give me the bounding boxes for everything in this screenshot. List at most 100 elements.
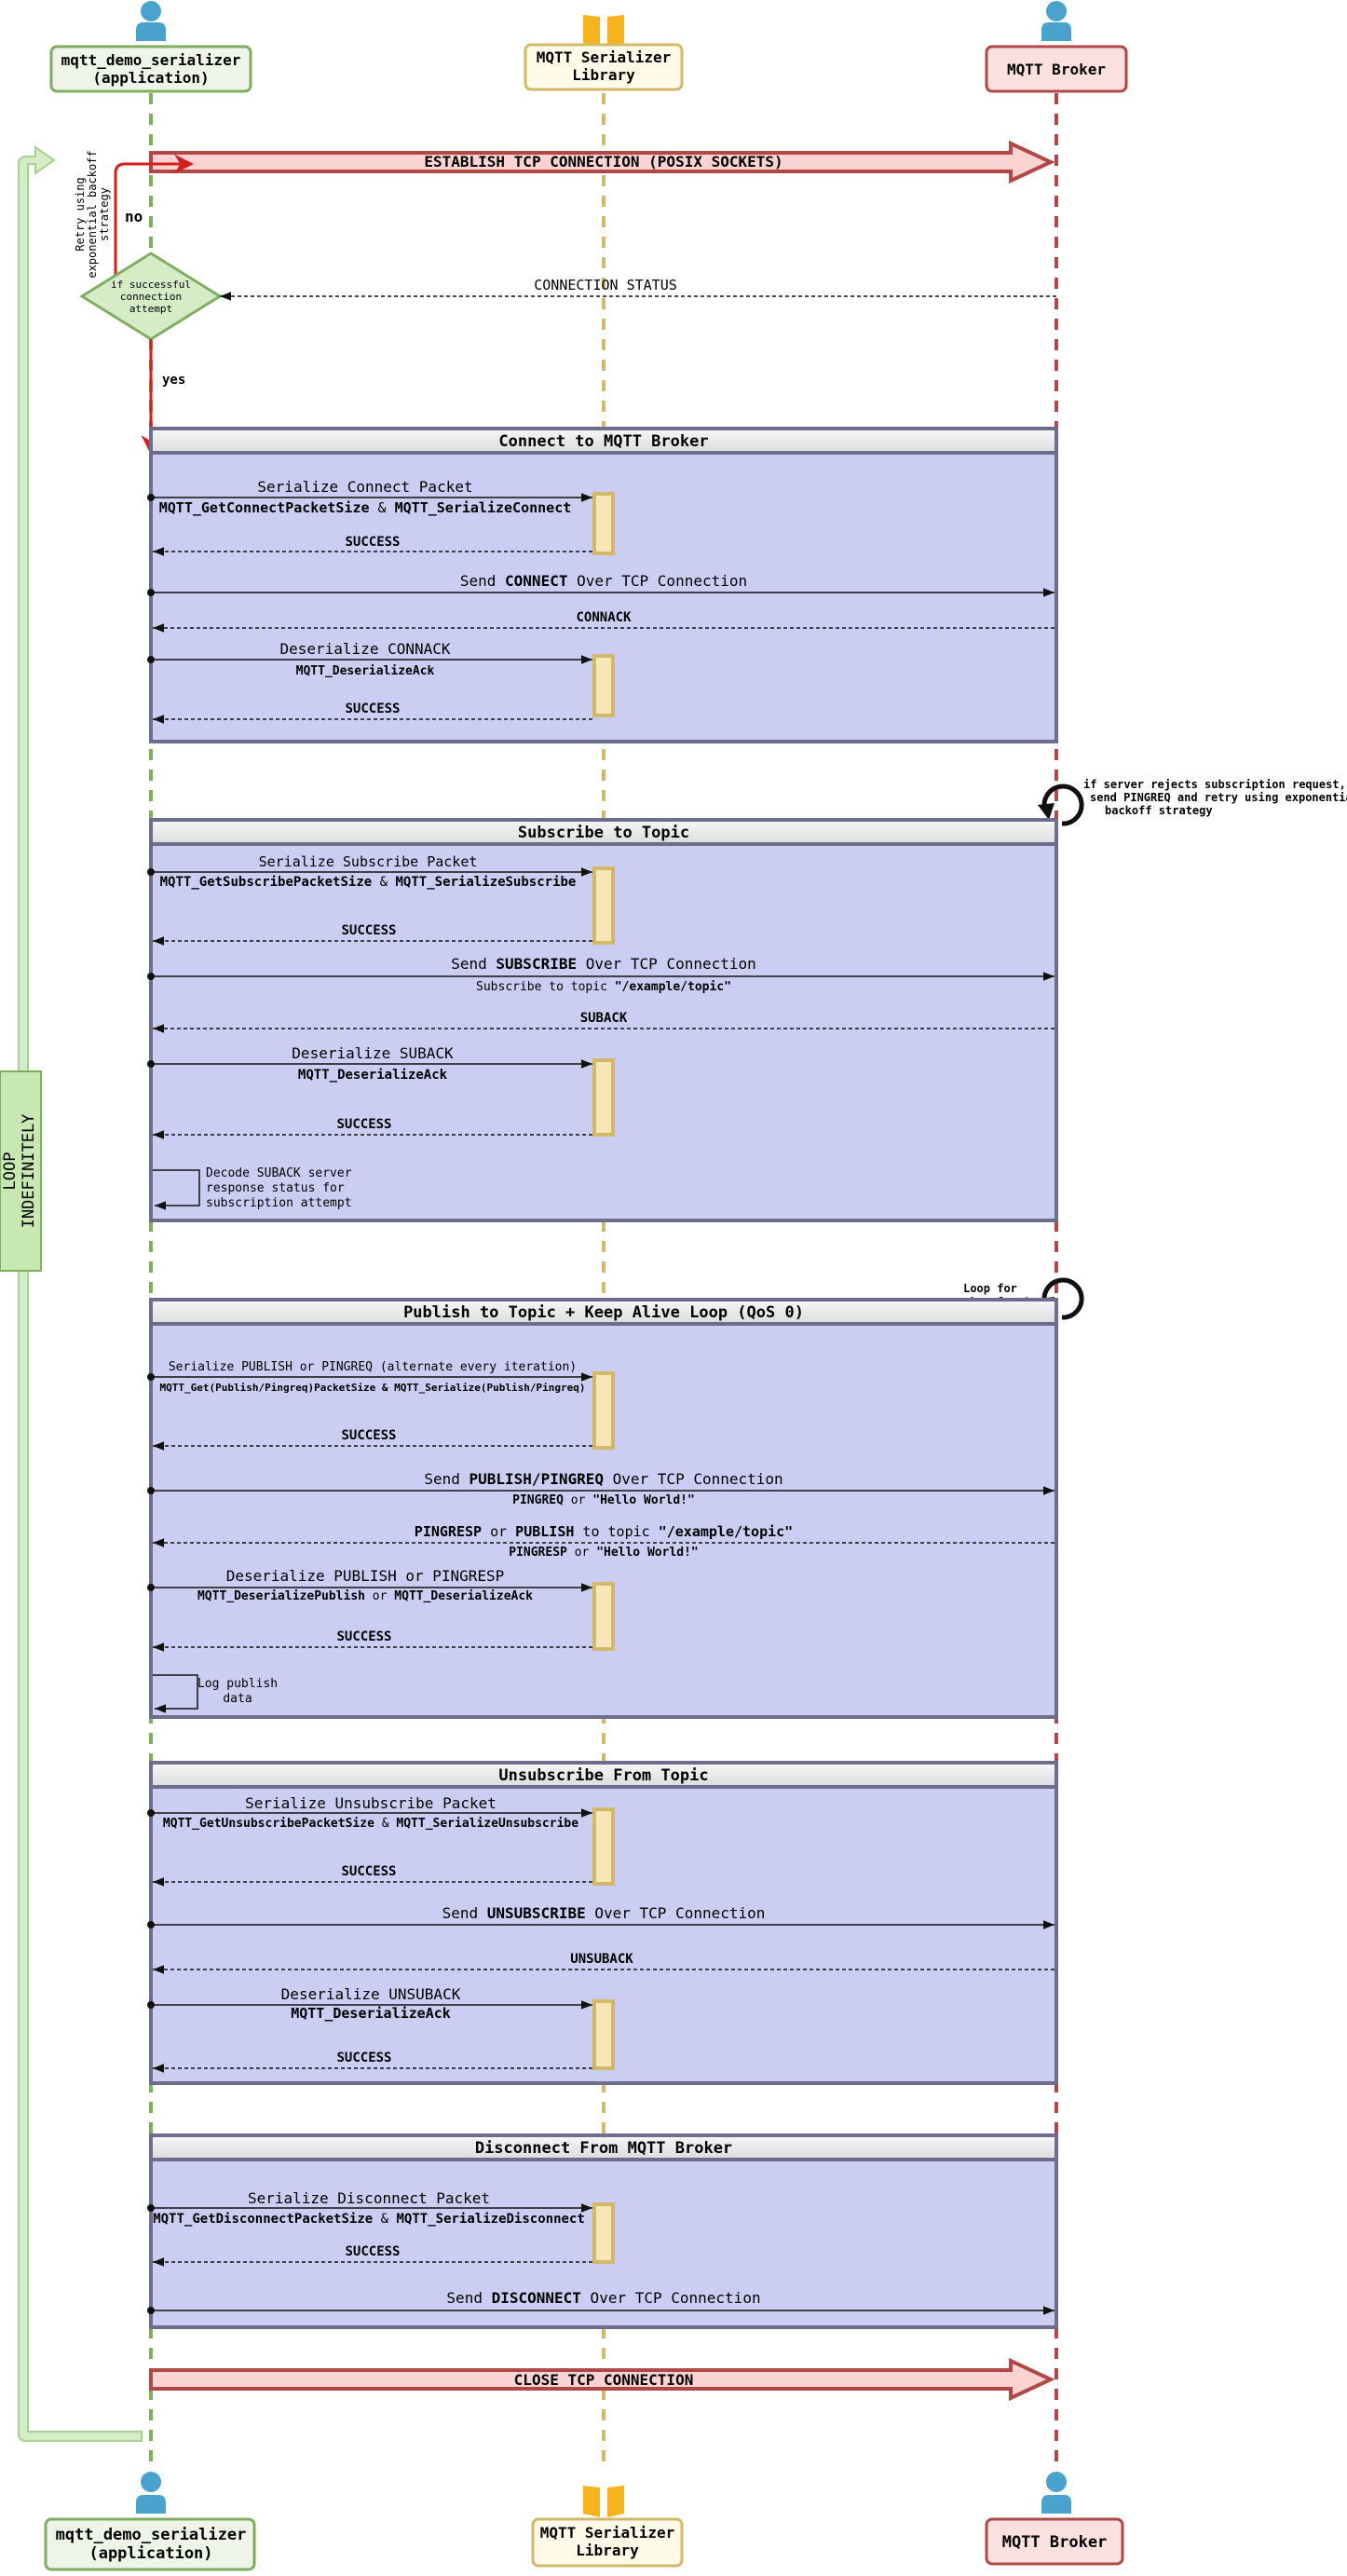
disconnect-group-title: Disconnect From MQTT Broker bbox=[475, 2139, 732, 2158]
connect-success-label: SUCCESS bbox=[345, 535, 400, 550]
broker-user-icon bbox=[1041, 2472, 1071, 2514]
broker-participant-name: MQTT Broker bbox=[1002, 2533, 1108, 2552]
deserialize-success-label: SUCCESS bbox=[336, 1629, 391, 1644]
subscribe-note-3: backoff strategy bbox=[1105, 804, 1213, 817]
participants-top: mqtt_demo_serializer (application) MQTT … bbox=[49, 1, 1128, 93]
connack-success-label: SUCCESS bbox=[345, 702, 400, 716]
suback-note-1: Decode SUBACK server bbox=[206, 1166, 352, 1180]
loop-icon bbox=[1041, 1277, 1084, 1320]
subscribe-note-1: if server rejects subscription request, bbox=[1083, 778, 1346, 791]
publish-api-label: MQTT_Get(Publish/Pingreq)PacketSize & MQ… bbox=[160, 1382, 586, 1394]
unsuback-label: UNSUBACK bbox=[570, 1952, 633, 1967]
subscribe-api-label: MQTT_GetSubscribePacketSize & MQTT_Seria… bbox=[160, 875, 577, 890]
close-arrow bbox=[149, 2357, 1055, 2402]
connect-group: Connect to MQTT Broker Serialize Connect… bbox=[147, 427, 1058, 743]
broker-participant-box bbox=[985, 45, 1128, 93]
activation-bar bbox=[592, 1807, 615, 1886]
status-label: CONNECTION STATUS bbox=[534, 277, 677, 293]
connack-label: CONNACK bbox=[576, 610, 632, 625]
serialize-subscribe-label: Serialize Subscribe Packet bbox=[259, 853, 478, 870]
app-participant-box bbox=[44, 2517, 256, 2571]
decision-label-2: connection bbox=[120, 291, 182, 303]
broker-participant-box bbox=[985, 2517, 1124, 2566]
deserialize-publish-label: Deserialize PUBLISH or PINGRESP bbox=[226, 1567, 505, 1585]
activation-bar bbox=[592, 1999, 615, 2070]
unsuback-success-label: SUCCESS bbox=[336, 2051, 391, 2065]
serialize-disconnect-label: Serialize Disconnect Packet bbox=[248, 2189, 490, 2207]
close-connection: CLOSE TCP CONNECTION bbox=[149, 2357, 1055, 2402]
send-subscribe-sub: Subscribe to topic "/example/topic" bbox=[476, 980, 731, 994]
send-publish-sub: PINGREQ or "Hello World!" bbox=[512, 1493, 695, 1507]
deserialize-suback-api: MQTT_DeserializeAck bbox=[298, 1068, 448, 1083]
unsubscribe-group-header bbox=[149, 1761, 1058, 1789]
pingresp-label: PINGRESP or PUBLISH to topic "/example/t… bbox=[415, 1523, 793, 1540]
publish-group-header bbox=[149, 1298, 1058, 1326]
publish-group-title: Publish to Topic + Keep Alive Loop (QoS … bbox=[403, 1303, 804, 1322]
establish-label: ESTABLISH TCP CONNECTION (POSIX SOCKETS) bbox=[424, 153, 782, 170]
loop-icon bbox=[1041, 784, 1084, 826]
lib-participant-box bbox=[524, 43, 684, 91]
broker-user-icon bbox=[1041, 1, 1071, 41]
loop-label-2: INDEFINITELY bbox=[20, 1114, 38, 1229]
establish-arrow bbox=[149, 140, 1055, 184]
app-participant-name: mqtt_demo_serializer bbox=[56, 2526, 247, 2544]
deserialize-unsuback-label: Deserialize UNSUBACK bbox=[281, 1985, 461, 2003]
subscribe-group-title: Subscribe to Topic bbox=[518, 824, 689, 842]
decision-label-1: if successful bbox=[111, 279, 191, 291]
retry-no-label: no bbox=[125, 208, 143, 225]
deserialize-publish-api: MQTT_DeserializePublish or MQTT_Deserial… bbox=[197, 1589, 533, 1603]
user-icon bbox=[136, 1, 166, 41]
app-participant-sub: (application) bbox=[92, 69, 209, 87]
lib-participant-sub: Library bbox=[576, 2542, 639, 2559]
loop-label-1: LOOP bbox=[1, 1152, 20, 1191]
connect-api-label: MQTT_GetConnectPacketSize & MQTT_Seriali… bbox=[159, 499, 572, 516]
lib-participant-name: MQTT Serializer bbox=[537, 48, 672, 66]
lib-participant-box bbox=[531, 2517, 684, 2568]
activation-bar bbox=[592, 654, 615, 717]
app-participant-sub: (application) bbox=[88, 2544, 212, 2563]
connection-phase: ESTABLISH TCP CONNECTION (POSIX SOCKETS)… bbox=[74, 140, 1056, 456]
unsubscribe-group-title: Unsubscribe From Topic bbox=[498, 1766, 708, 1785]
self-message-arrow bbox=[153, 1169, 200, 1210]
send-disconnect-label: Send DISCONNECT Over TCP Connection bbox=[446, 2289, 760, 2307]
suback-success-label: SUCCESS bbox=[336, 1117, 391, 1132]
app-participant-name: mqtt_demo_serializer bbox=[61, 51, 241, 69]
decision-label-3: attempt bbox=[129, 303, 172, 315]
disconnect-api-label: MQTT_GetDisconnectPacketSize & MQTT_Seri… bbox=[153, 2212, 585, 2227]
disconnect-group: Disconnect From MQTT Broker Serialize Di… bbox=[147, 2133, 1058, 2329]
deserialize-unsuback-api: MQTT_DeserializeAck bbox=[291, 2005, 451, 2022]
subscribe-success-label: SUCCESS bbox=[341, 923, 396, 938]
lib-participant-sub: Library bbox=[572, 66, 635, 84]
send-publish-label: Send PUBLISH/PINGREQ Over TCP Connection bbox=[424, 1470, 782, 1488]
publish-group: Publish to Topic + Keep Alive Loop (QoS … bbox=[147, 1298, 1058, 1719]
serialize-publish-label: Serialize PUBLISH or PINGREQ (alternate … bbox=[169, 1360, 577, 1374]
subscribe-group: Subscribe to Topic Serialize Subscribe P… bbox=[147, 818, 1058, 1222]
close-label: CLOSE TCP CONNECTION bbox=[514, 2371, 694, 2389]
unsubscribe-success-label: SUCCESS bbox=[341, 1864, 396, 1879]
serialize-connect-label: Serialize Connect Packet bbox=[257, 478, 472, 496]
retry-note-3: strategy bbox=[98, 187, 111, 241]
activation-bar bbox=[592, 2202, 615, 2264]
activation-bar bbox=[592, 1058, 615, 1137]
unsubscribe-group: Unsubscribe From Topic Serialize Unsubsc… bbox=[147, 1761, 1058, 2085]
log-publish-note-2: data bbox=[223, 1692, 252, 1706]
pingresp-sub: PINGRESP or "Hello World!" bbox=[509, 1546, 699, 1560]
self-message-arrow bbox=[153, 1674, 198, 1713]
suback-note-2: response status for bbox=[206, 1181, 345, 1195]
activation-bar bbox=[592, 492, 615, 555]
unsubscribe-api-label: MQTT_GetUnsubscribePacketSize & MQTT_Ser… bbox=[163, 1817, 578, 1831]
activation-bar bbox=[592, 1582, 615, 1651]
yes-label: yes bbox=[162, 373, 185, 388]
retry-note-1: Retry using bbox=[74, 177, 87, 251]
publish-success-label: SUCCESS bbox=[341, 1428, 396, 1443]
activation-bar bbox=[592, 1371, 615, 1450]
retry-arrow bbox=[114, 154, 195, 276]
suback-label: SUBACK bbox=[580, 1011, 628, 1026]
connect-group-title: Connect to MQTT Broker bbox=[498, 432, 708, 451]
disconnect-success-label: SUCCESS bbox=[345, 2244, 400, 2259]
lib-participant-name: MQTT Serializer bbox=[540, 2524, 675, 2542]
subscribe-retry: if server rejects subscription request, … bbox=[1038, 778, 1347, 826]
disconnect-group-header bbox=[149, 2133, 1058, 2161]
deserialize-connack-label: Deserialize CONNACK bbox=[279, 640, 450, 658]
